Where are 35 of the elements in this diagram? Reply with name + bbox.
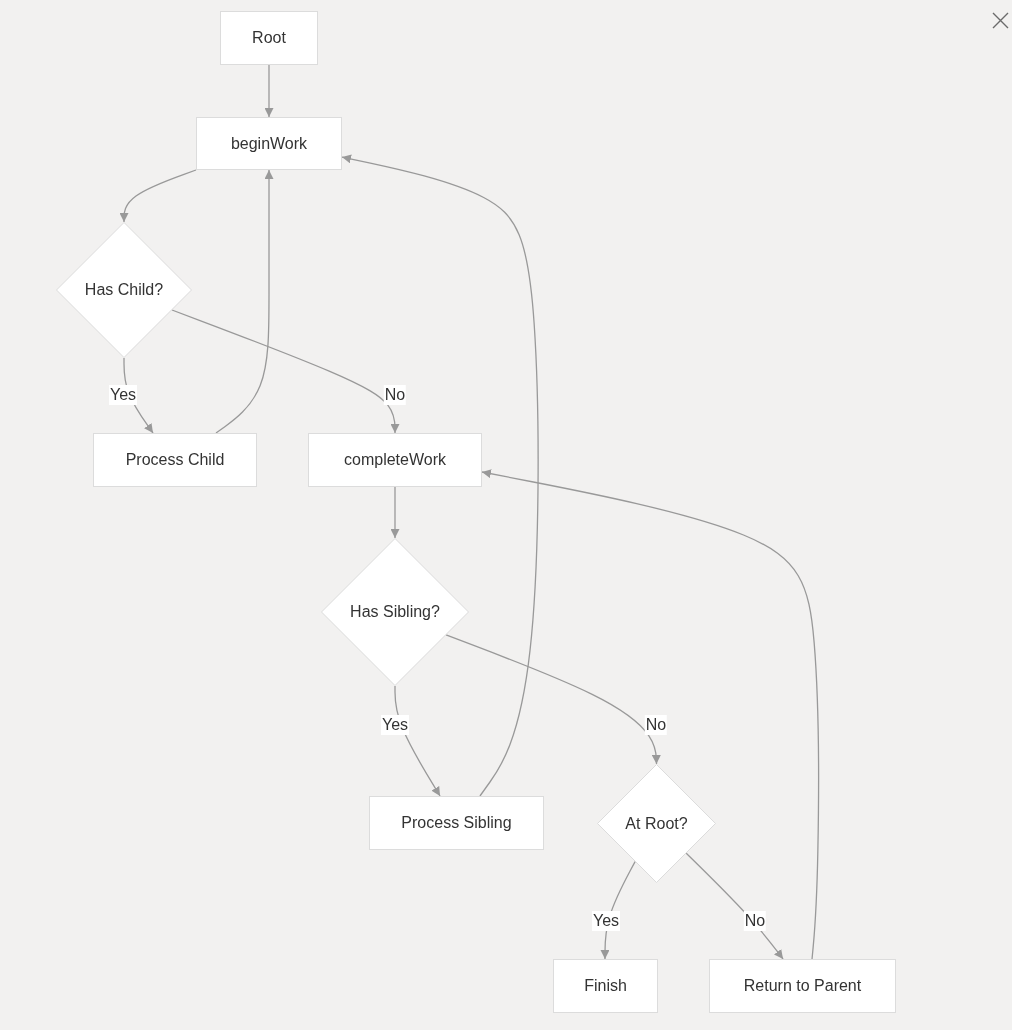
process-box	[196, 117, 342, 170]
decision-diamond	[597, 764, 716, 883]
node-label: Has Child?	[84, 280, 164, 300]
node-label: Root	[252, 28, 286, 48]
edge-label: Yes	[591, 911, 621, 931]
process-box	[93, 433, 257, 487]
arrow	[390, 486, 400, 539]
edge-label: No	[644, 715, 668, 735]
arrow	[685, 852, 784, 960]
process-box	[369, 796, 544, 850]
process-box	[308, 433, 482, 487]
decision-diamond	[56, 222, 192, 358]
decision-diamond	[321, 538, 469, 686]
arrow	[215, 169, 274, 434]
arrow	[341, 154, 539, 797]
node-label: beginWork	[230, 133, 308, 154]
node-label: Finish	[584, 976, 627, 996]
node-label: Process Child	[125, 450, 225, 470]
node-label: Return to Parent	[743, 976, 862, 996]
node-label: Has Sibling?	[350, 602, 440, 622]
arrow	[119, 169, 197, 223]
process-box	[220, 11, 318, 65]
edge-label: Yes	[108, 385, 138, 405]
arrow	[171, 309, 400, 434]
process-box	[553, 959, 658, 1013]
node-label: At Root?	[625, 813, 688, 834]
node-label: Process Sibling	[401, 813, 512, 833]
edge-label: No	[383, 385, 407, 405]
edge-label: Yes	[380, 715, 410, 735]
arrow	[264, 64, 274, 118]
edge-label: No	[743, 911, 767, 931]
node-label: completeWork	[344, 450, 446, 470]
arrow	[445, 634, 661, 765]
arrow	[481, 469, 820, 960]
process-box	[709, 959, 896, 1013]
